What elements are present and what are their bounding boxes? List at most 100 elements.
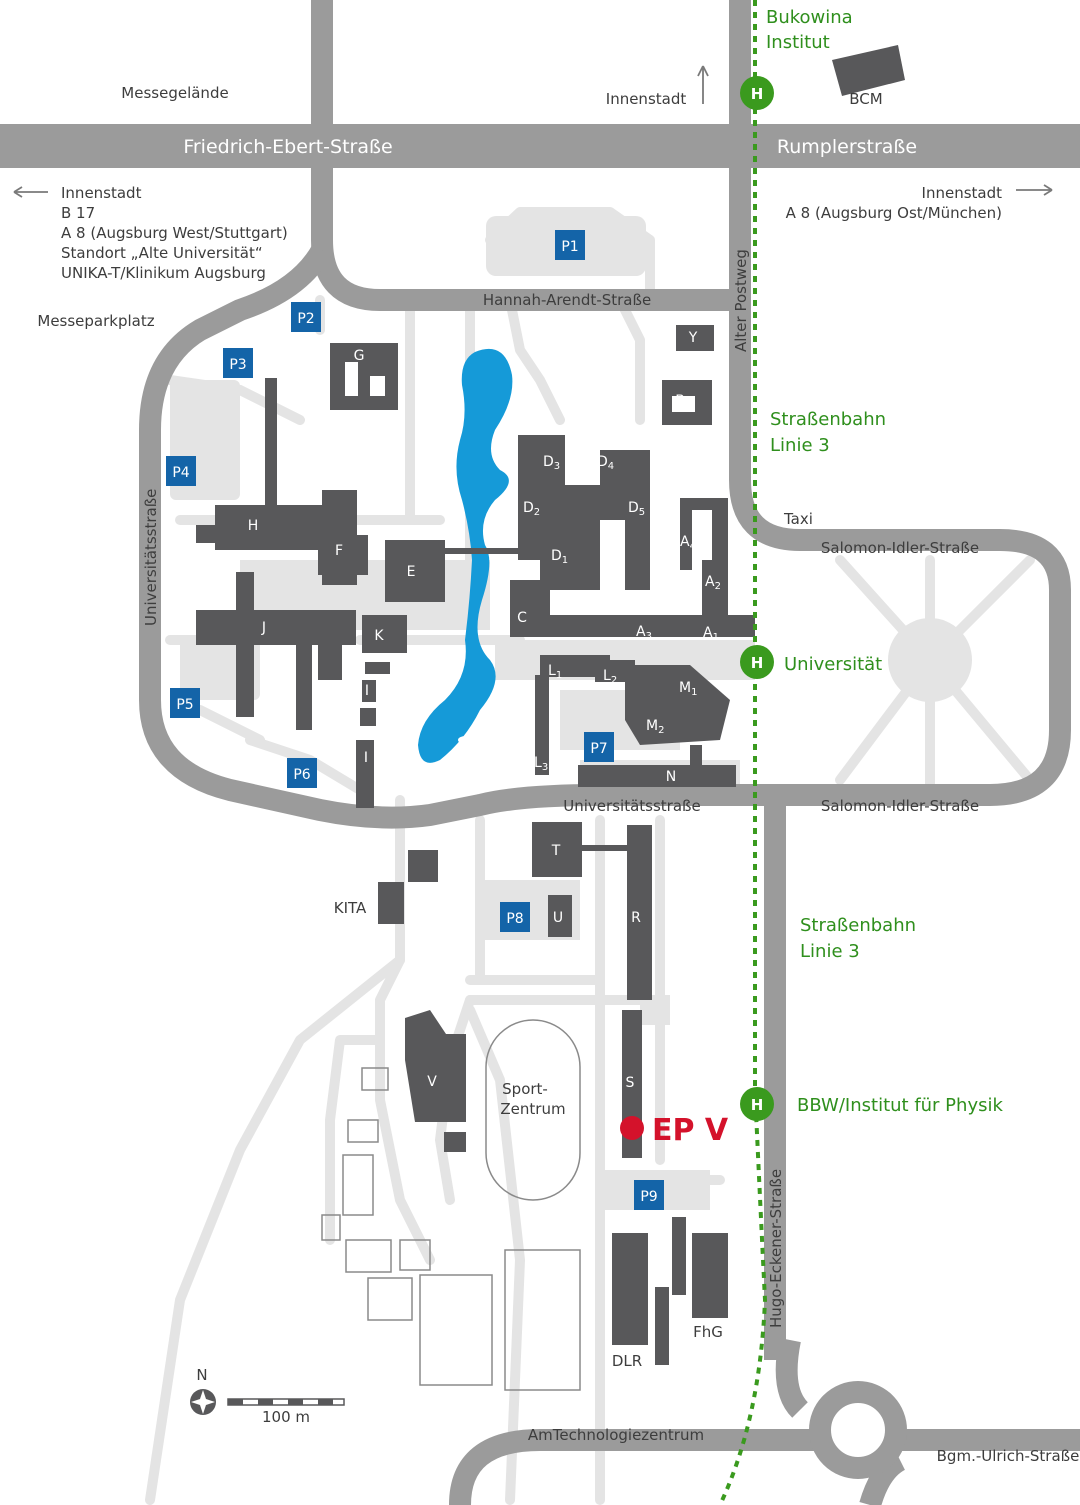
svg-text:K: K — [374, 628, 384, 644]
svg-text:P5: P5 — [176, 697, 193, 713]
tram-stop-bukowina[interactable]: H — [740, 76, 774, 110]
svg-text:KITA: KITA — [334, 899, 367, 917]
svg-text:DLR: DLR — [612, 1352, 642, 1370]
building-labels: G H F E J K I I Y B C N T U R S V D3 D4 … — [248, 330, 721, 1091]
compass: N — [190, 1366, 216, 1415]
directions-right: Innenstadt A 8 (Augsburg Ost/München) — [786, 184, 1053, 222]
svg-text:P2: P2 — [297, 311, 314, 327]
parking-p8[interactable] — [500, 902, 530, 932]
parking-markers[interactable] — [166, 230, 664, 1210]
directions-left: Innenstadt B 17 A 8 (Augsburg West/Stutt… — [13, 184, 288, 282]
svg-text:Universität: Universität — [784, 654, 882, 675]
scale-bar: 100 m — [227, 1398, 345, 1426]
svg-text:H: H — [751, 1096, 764, 1114]
svg-text:Zentrum: Zentrum — [500, 1100, 565, 1118]
parking-p3[interactable] — [223, 348, 253, 378]
svg-text:Straßenbahn: Straßenbahn — [770, 409, 886, 430]
svg-text:Innenstadt: Innenstadt — [922, 184, 1003, 202]
svg-text:100 m: 100 m — [262, 1408, 310, 1426]
svg-text:Linie 3: Linie 3 — [770, 435, 830, 456]
svg-text:D6: D6 — [602, 578, 619, 596]
svg-text:P4: P4 — [172, 465, 189, 481]
svg-text:V: V — [427, 1074, 437, 1090]
svg-text:U: U — [553, 910, 563, 926]
svg-text:L1: L1 — [548, 663, 562, 681]
svg-text:Innenstadt: Innenstadt — [61, 184, 142, 202]
lake-islands — [458, 729, 494, 744]
svg-text:J: J — [261, 620, 266, 636]
svg-text:Institut: Institut — [766, 32, 830, 53]
street-alter-postweg: Alter Postweg — [732, 249, 750, 352]
svg-text:Messegelände: Messegelände — [121, 84, 228, 102]
parking-p7[interactable] — [584, 732, 614, 762]
street-bgm-ulrich: Bgm.-Ulrich-Straße — [937, 1447, 1080, 1465]
lake — [418, 348, 513, 763]
arrow-right-icon — [1016, 184, 1053, 196]
svg-text:R: R — [631, 910, 641, 926]
tram-line-3 — [718, 0, 768, 1505]
parking-p5[interactable] — [170, 688, 200, 718]
svg-text:D1: D1 — [551, 548, 568, 566]
arrow-up-icon — [697, 65, 709, 104]
svg-text:B: B — [675, 393, 685, 409]
svg-text:BBW/Institut für Physik: BBW/Institut für Physik — [797, 1095, 1003, 1116]
svg-text:Innenstadt: Innenstadt — [606, 90, 687, 108]
street-salomon-idler-top: Salomon-Idler-Straße — [821, 539, 979, 557]
sports-area — [321, 1019, 581, 1391]
place-labels: Messegelände Messeparkplatz Innenstadt B… — [37, 7, 882, 1370]
svg-text:I: I — [365, 683, 369, 699]
svg-text:A3: A3 — [636, 624, 652, 642]
street-hugo-eckener: Hugo-Eckener-Straße — [767, 1169, 785, 1328]
svg-text:D3: D3 — [543, 454, 560, 472]
svg-text:P9: P9 — [640, 1189, 657, 1205]
svg-text:F: F — [335, 543, 343, 559]
street-universitaet-vertical: Universitätsstraße — [142, 489, 160, 626]
svg-text:UNIKA-T/Klinikum Augsburg: UNIKA-T/Klinikum Augsburg — [61, 264, 266, 282]
svg-text:G: G — [354, 348, 365, 364]
svg-text:D2: D2 — [523, 500, 540, 518]
parking-p1[interactable] — [555, 230, 585, 260]
running-track — [485, 1019, 581, 1201]
street-friedrich-ebert: Friedrich-Ebert-Straße — [183, 136, 392, 158]
svg-text:A1: A1 — [703, 625, 719, 643]
ep-v-location-marker[interactable]: EP V — [620, 1113, 729, 1148]
tram-stop-bbw[interactable]: H — [740, 1087, 774, 1121]
parking-labels: P1 P2 P3 P4 P5 P6 P7 P8 P9 — [172, 239, 657, 1205]
svg-text:M2: M2 — [646, 718, 664, 736]
svg-text:M1: M1 — [679, 680, 697, 698]
svg-text:I: I — [364, 750, 368, 766]
svg-text:P8: P8 — [506, 911, 523, 927]
svg-text:B 17: B 17 — [61, 204, 95, 222]
svg-text:E: E — [407, 564, 416, 580]
svg-text:BCM: BCM — [849, 90, 882, 108]
parking-p4[interactable] — [166, 456, 196, 486]
parking-p6[interactable] — [287, 758, 317, 788]
arrow-left-icon — [13, 186, 48, 198]
svg-text:H: H — [751, 85, 764, 103]
tram-stop-universitaet[interactable]: H — [740, 645, 774, 679]
buildings — [196, 45, 905, 1365]
svg-text:Standort „Alte Universität“: Standort „Alte Universität“ — [61, 244, 263, 262]
street-universitaet-bottom: Universitätsstraße — [563, 797, 700, 815]
parking-p9[interactable] — [634, 1180, 664, 1210]
parking-p2[interactable] — [291, 302, 321, 332]
svg-text:N: N — [666, 769, 676, 785]
tram-labels: Straßenbahn Linie 3 Straßenbahn Linie 3 … — [770, 409, 1003, 1116]
svg-text:Straßenbahn: Straßenbahn — [800, 915, 916, 936]
svg-text:A4: A4 — [680, 534, 696, 552]
svg-text:P6: P6 — [293, 767, 310, 783]
svg-text:Linie 3: Linie 3 — [800, 941, 860, 962]
street-rumpler: Rumplerstraße — [777, 136, 917, 158]
sports-field — [419, 1274, 493, 1386]
svg-text:P3: P3 — [229, 357, 246, 373]
svg-text:P7: P7 — [590, 741, 607, 757]
svg-text:H: H — [248, 518, 259, 534]
svg-text:P1: P1 — [561, 239, 578, 255]
footpaths — [145, 207, 1035, 1505]
street-salomon-idler-bottom: Salomon-Idler-Straße — [821, 797, 979, 815]
street-hannah-arendt: Hannah-Arendt-Straße — [483, 291, 651, 309]
svg-text:T: T — [551, 843, 561, 859]
svg-text:A 8 (Augsburg West/Stuttgart): A 8 (Augsburg West/Stuttgart) — [61, 224, 288, 242]
svg-text:FhG: FhG — [693, 1323, 723, 1341]
